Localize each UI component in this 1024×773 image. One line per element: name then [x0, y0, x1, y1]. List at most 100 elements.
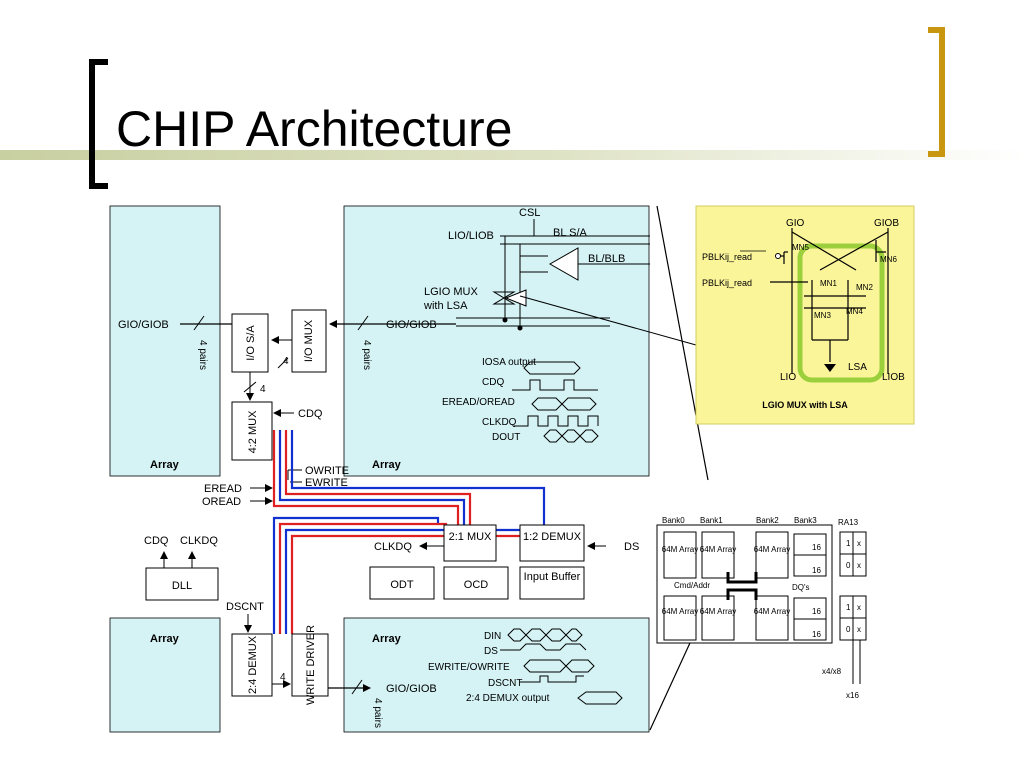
- mux-4-2-label: 4:2 MUX: [247, 410, 259, 453]
- demux-2-4-label: 2:4 DEMUX: [247, 635, 259, 694]
- mux-4-2-block: [231, 401, 273, 461]
- clkdq-output-label: CLKDQ: [180, 535, 218, 547]
- bl-sa-label: BL S/A: [553, 227, 587, 239]
- with-lsa-label: with LSA: [423, 300, 468, 312]
- liob-label: LIOB: [882, 372, 905, 383]
- transistor-label: MN4: [846, 307, 863, 316]
- array-label: Array: [150, 459, 180, 471]
- ocd-label: OCD: [464, 579, 489, 591]
- array-bottom-right: [343, 617, 650, 733]
- lgio-panel-caption: LGIO MUX with LSA: [762, 400, 848, 410]
- csl-label: CSL: [519, 207, 540, 219]
- transistor-label: MN2: [856, 283, 873, 292]
- transistor-label: MN1: [820, 279, 837, 288]
- mux-2-1-label: 2:1 MUX: [449, 531, 492, 543]
- giob-label: GIOB: [874, 218, 899, 229]
- lio-liob-label: LIO/LIOB: [448, 230, 494, 242]
- ra-value: 1: [846, 603, 851, 612]
- array-cell-label: 64M Array: [754, 607, 790, 616]
- array-cell-label: 64M Array: [700, 545, 736, 554]
- io-sa-label: I/O S/A: [245, 325, 257, 361]
- pbl-read-bar-label: PBLKij_read: [702, 252, 752, 262]
- mux-2-1-block: [443, 524, 497, 562]
- gio-giob-left-label: GIO/GIOB: [118, 319, 169, 331]
- timing-label: CDQ: [482, 377, 504, 388]
- demux-1-2-label: 1:2 DEMUX: [523, 531, 582, 543]
- page-title: CHIP Architecture: [116, 101, 513, 157]
- bank-array-cell: [663, 595, 697, 641]
- bank-array-cell: [663, 531, 697, 579]
- transistor-label: MN3: [814, 311, 831, 320]
- width-label: 16: [812, 566, 821, 575]
- demux-1-2-block: [519, 524, 585, 562]
- odt-block: [369, 566, 435, 600]
- array-top-left: [109, 205, 221, 477]
- read-timing-diagram: IOSA output CDQ EREAD/OREAD CLKDQ DOUT: [442, 357, 599, 443]
- input-buffer-block: [519, 566, 585, 600]
- transistor-label: MN5: [792, 243, 809, 252]
- gio-giob-bottom-label: GIO/GIOB: [386, 683, 437, 695]
- timing-label: DS: [484, 646, 498, 657]
- owrite-label: OWRITE: [305, 465, 349, 477]
- ra-value: 0: [846, 561, 851, 570]
- lgio-mux-label: LGIO MUX: [424, 286, 478, 298]
- four-pairs-right-label: 4 pairs: [361, 340, 372, 370]
- right-bracket: [928, 27, 945, 157]
- dqs-label: DQ's: [792, 583, 810, 592]
- width-label: 16: [812, 607, 821, 616]
- array-bottom-left: [109, 617, 221, 733]
- odt-label: ODT: [390, 579, 414, 591]
- bank-label: Bank0: [662, 516, 685, 525]
- ra-value: x: [857, 603, 861, 612]
- bank-array-cell: [701, 595, 735, 641]
- cdq-label: CDQ: [298, 408, 323, 420]
- io-sa-block: [231, 313, 269, 373]
- pbl-read-label: PBLKij_read: [702, 278, 752, 288]
- dll-block: [145, 567, 219, 601]
- timing-label: EWRITE/OWRITE: [428, 662, 510, 673]
- bank-label: Bank2: [756, 516, 779, 525]
- timing-label: DIN: [484, 631, 501, 642]
- array-label: Array: [150, 633, 180, 645]
- ra-value: 0: [846, 625, 851, 634]
- cmd-addr-label: Cmd/Addr: [674, 581, 710, 590]
- four-label: 4: [280, 672, 286, 683]
- timing-label: 2:4 DEMUX output: [466, 693, 550, 704]
- ra13-table: 1 x 0 x 1 x 0 x: [839, 531, 867, 641]
- timing-label: EREAD/OREAD: [442, 397, 515, 408]
- timing-label: DSCNT: [488, 678, 522, 689]
- x4-x8-label: x4/x8: [822, 667, 842, 676]
- array-label: Array: [372, 633, 402, 645]
- write-driver-block: [291, 633, 329, 697]
- array-label: Array: [372, 459, 402, 471]
- bank-diagram: Bank0 Bank1 Bank2 Bank3 RA13 64M Array 6…: [656, 516, 867, 700]
- ra-value: 1: [846, 539, 851, 548]
- bl-blb-label: BL/BLB: [588, 253, 625, 265]
- lgio-panel-background: [695, 205, 915, 425]
- width-label: 16: [812, 543, 821, 552]
- timing-label: IOSA output: [482, 357, 536, 368]
- demux-2-4-block: [231, 633, 273, 697]
- four-label: 4: [260, 384, 266, 395]
- timing-label: CLKDQ: [482, 417, 517, 428]
- clkdq-input-label: CLKDQ: [374, 541, 412, 553]
- write-driver-label: WRITE DRIVER: [305, 625, 317, 705]
- array-cell-label: 64M Array: [662, 545, 698, 554]
- timing-label: DOUT: [492, 432, 520, 443]
- ra-value: x: [857, 561, 861, 570]
- ra13-label: RA13: [838, 518, 859, 527]
- dll-label: DLL: [172, 580, 192, 592]
- main-diagram: Array Array Array Array GIO/GIOB 4 pairs…: [109, 205, 709, 733]
- x16-label: x16: [846, 691, 859, 700]
- four-pairs-bottom-label: 4 pairs: [372, 698, 383, 728]
- array-cell-label: 64M Array: [754, 545, 790, 554]
- title-accent-bar: [0, 150, 1024, 160]
- bank-array-cell: [755, 595, 789, 641]
- lgio-mux-symbol-icon: [492, 291, 516, 305]
- four-pairs-left-label: 4 pairs: [197, 340, 208, 370]
- ocd-block: [443, 566, 509, 600]
- bank-label: Bank1: [700, 516, 723, 525]
- gio-giob-right-label: GIO/GIOB: [386, 319, 437, 331]
- width-label: 16: [812, 630, 821, 639]
